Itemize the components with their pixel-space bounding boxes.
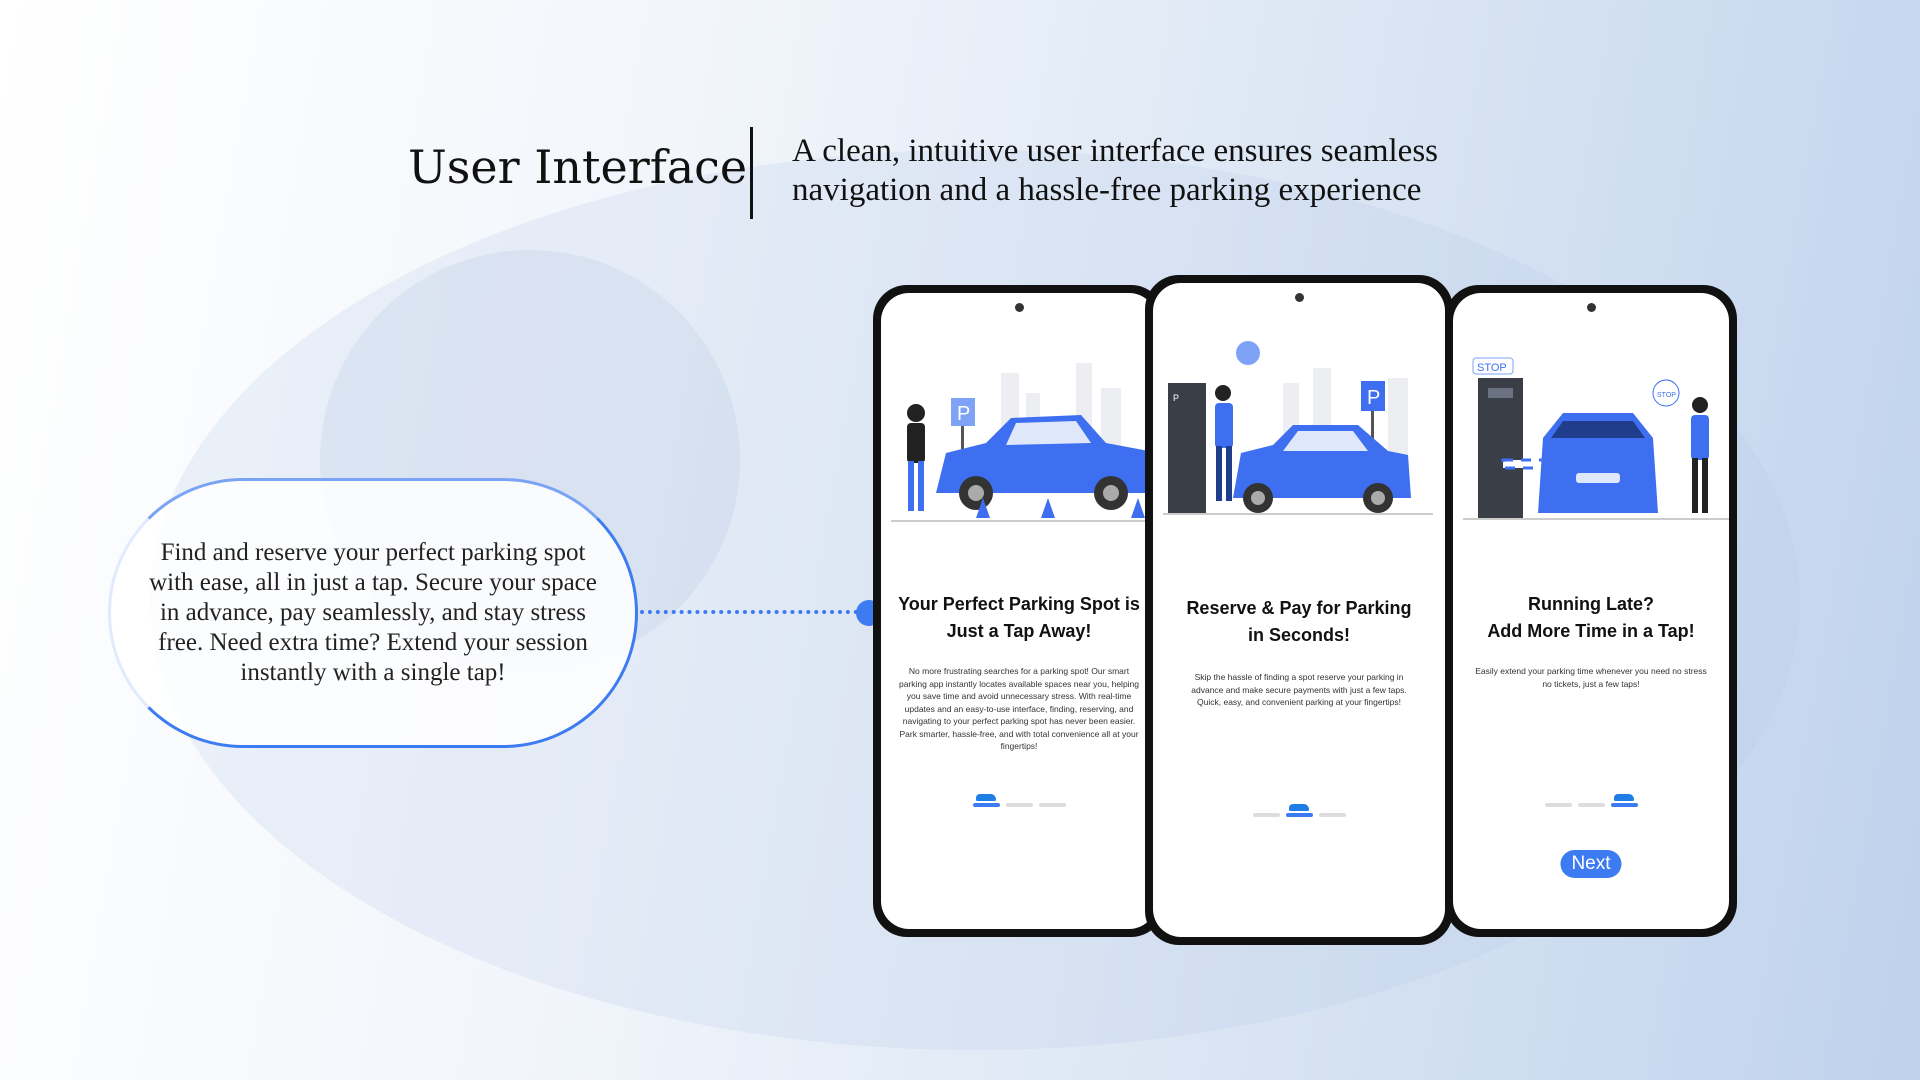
onboarding-description: No more frustrating searches for a parki… <box>898 666 1140 751</box>
parking-gate-illustration: STOP STOP <box>1463 357 1729 520</box>
page-dot[interactable] <box>1577 803 1605 807</box>
page-indicator <box>1153 804 1445 817</box>
subtitle-line: A clean, intuitive user interface ensure… <box>792 133 1439 169</box>
page-dot[interactable] <box>1544 803 1572 807</box>
page-dot-active[interactable] <box>1610 794 1638 807</box>
svg-text:STOP: STOP <box>1477 362 1507 374</box>
title-divider <box>750 127 753 219</box>
page-subtitle: A clean, intuitive user interface ensure… <box>792 132 1438 210</box>
next-button[interactable]: Next <box>1560 850 1622 878</box>
svg-text:P: P <box>1367 387 1380 409</box>
payment-illustration: P P <box>1163 341 1433 515</box>
parking-illustration: P <box>891 363 1157 522</box>
page-dot[interactable] <box>1038 803 1066 807</box>
svg-text:P: P <box>1173 393 1179 403</box>
connector-line <box>640 610 866 614</box>
feature-callout: Find and reserve your perfect parking sp… <box>108 478 638 748</box>
phone-onboarding-3: STOP STOP Running Late?Add More Time in … <box>1445 285 1737 937</box>
page-title: User Interface <box>408 140 748 194</box>
camera-icon <box>1587 303 1596 312</box>
page-dot[interactable] <box>1252 813 1280 817</box>
onboarding-description: Easily extend your parking time whenever… <box>1475 666 1707 689</box>
page-dot[interactable] <box>1005 803 1033 807</box>
page-dot-active[interactable] <box>1285 804 1313 817</box>
page-dot[interactable] <box>1318 813 1346 817</box>
camera-icon <box>1015 303 1024 312</box>
onboarding-title: Running Late?Add More Time in a Tap! <box>1487 594 1695 641</box>
page-indicator <box>1453 794 1729 807</box>
onboarding-description: Skip the hassle of finding a spot reserv… <box>1191 672 1407 707</box>
svg-text:STOP: STOP <box>1657 392 1676 399</box>
svg-text:P: P <box>957 403 970 425</box>
page-indicator <box>881 794 1157 807</box>
callout-text: Find and reserve your perfect parking sp… <box>149 539 597 686</box>
camera-icon <box>1295 293 1304 302</box>
page-dot-active[interactable] <box>972 794 1000 807</box>
subtitle-line: navigation and a hassle-free parking exp… <box>792 172 1422 208</box>
